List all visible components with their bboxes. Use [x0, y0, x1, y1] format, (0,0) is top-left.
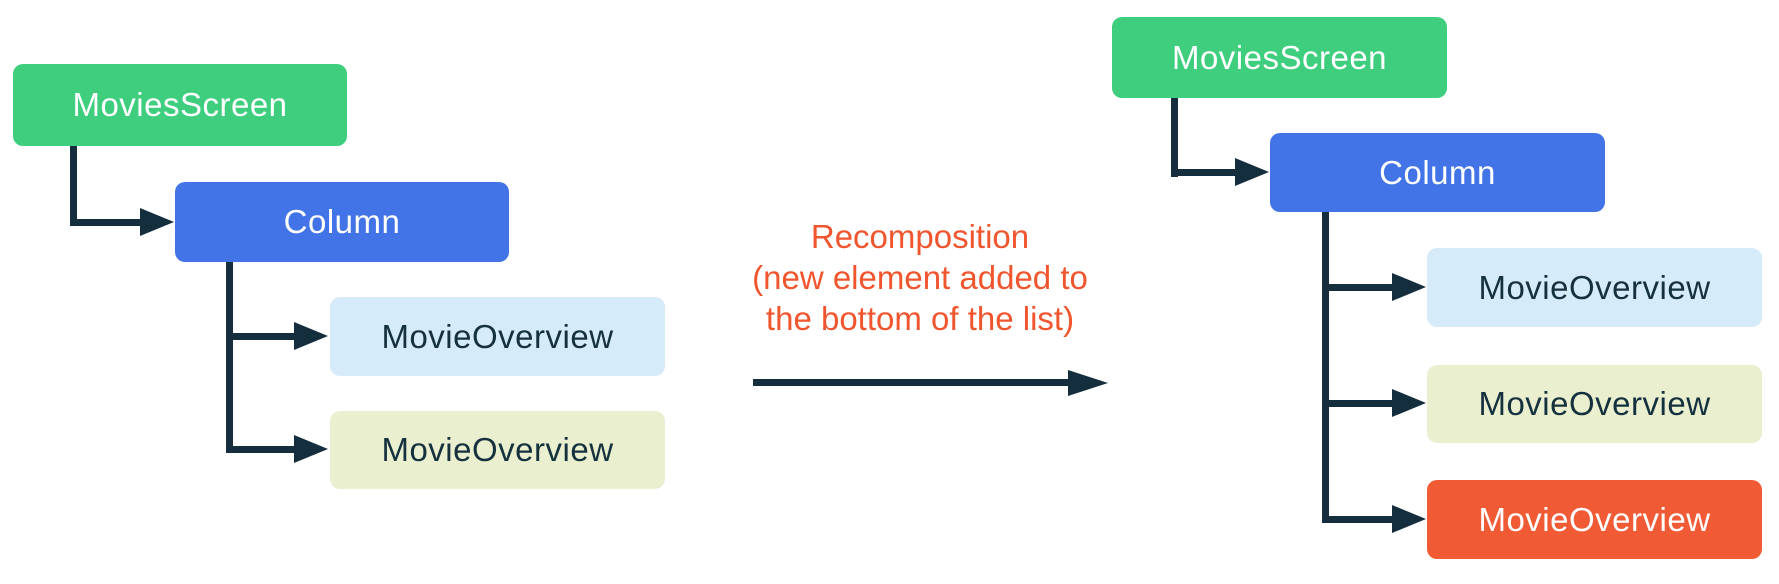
arrowhead-icon — [140, 208, 174, 236]
node-movie-overview-after-3-new: MovieOverview — [1427, 480, 1762, 559]
arrowhead-icon — [294, 322, 328, 350]
transition-label-line: the bottom of the list) — [765, 300, 1075, 337]
connector-line — [70, 146, 77, 226]
connector-line — [1322, 284, 1392, 291]
node-movie-overview-before-2: MovieOverview — [330, 411, 665, 489]
connector-line — [226, 446, 296, 453]
node-movie-overview-after-2: MovieOverview — [1427, 365, 1762, 443]
arrowhead-icon — [1068, 370, 1108, 396]
arrowhead-icon — [294, 435, 328, 463]
arrowhead-icon — [1392, 389, 1426, 417]
node-movie-overview-before-1: MovieOverview — [330, 297, 665, 376]
node-column-before: Column — [175, 182, 509, 262]
transition-label: Recomposition (new element added to the … — [620, 216, 1220, 339]
transition-label-line: (new element added to — [752, 259, 1088, 296]
arrowhead-icon — [1235, 158, 1269, 186]
connector-line — [226, 333, 296, 340]
node-movies-screen-after: MoviesScreen — [1112, 17, 1447, 98]
arrowhead-icon — [1392, 273, 1426, 301]
connector-line — [1322, 212, 1329, 523]
connector-line — [1171, 98, 1178, 177]
connector-line — [1322, 516, 1392, 523]
connector-line — [70, 219, 142, 226]
transition-arrow-line — [753, 379, 1070, 386]
connector-line — [226, 262, 233, 453]
arrowhead-icon — [1392, 505, 1426, 533]
connector-line — [1322, 400, 1392, 407]
transition-label-line: Recomposition — [810, 218, 1030, 255]
node-column-after: Column — [1270, 133, 1605, 212]
node-movies-screen-before: MoviesScreen — [13, 64, 347, 146]
node-movie-overview-after-1: MovieOverview — [1427, 248, 1762, 327]
connector-line — [1171, 169, 1237, 176]
